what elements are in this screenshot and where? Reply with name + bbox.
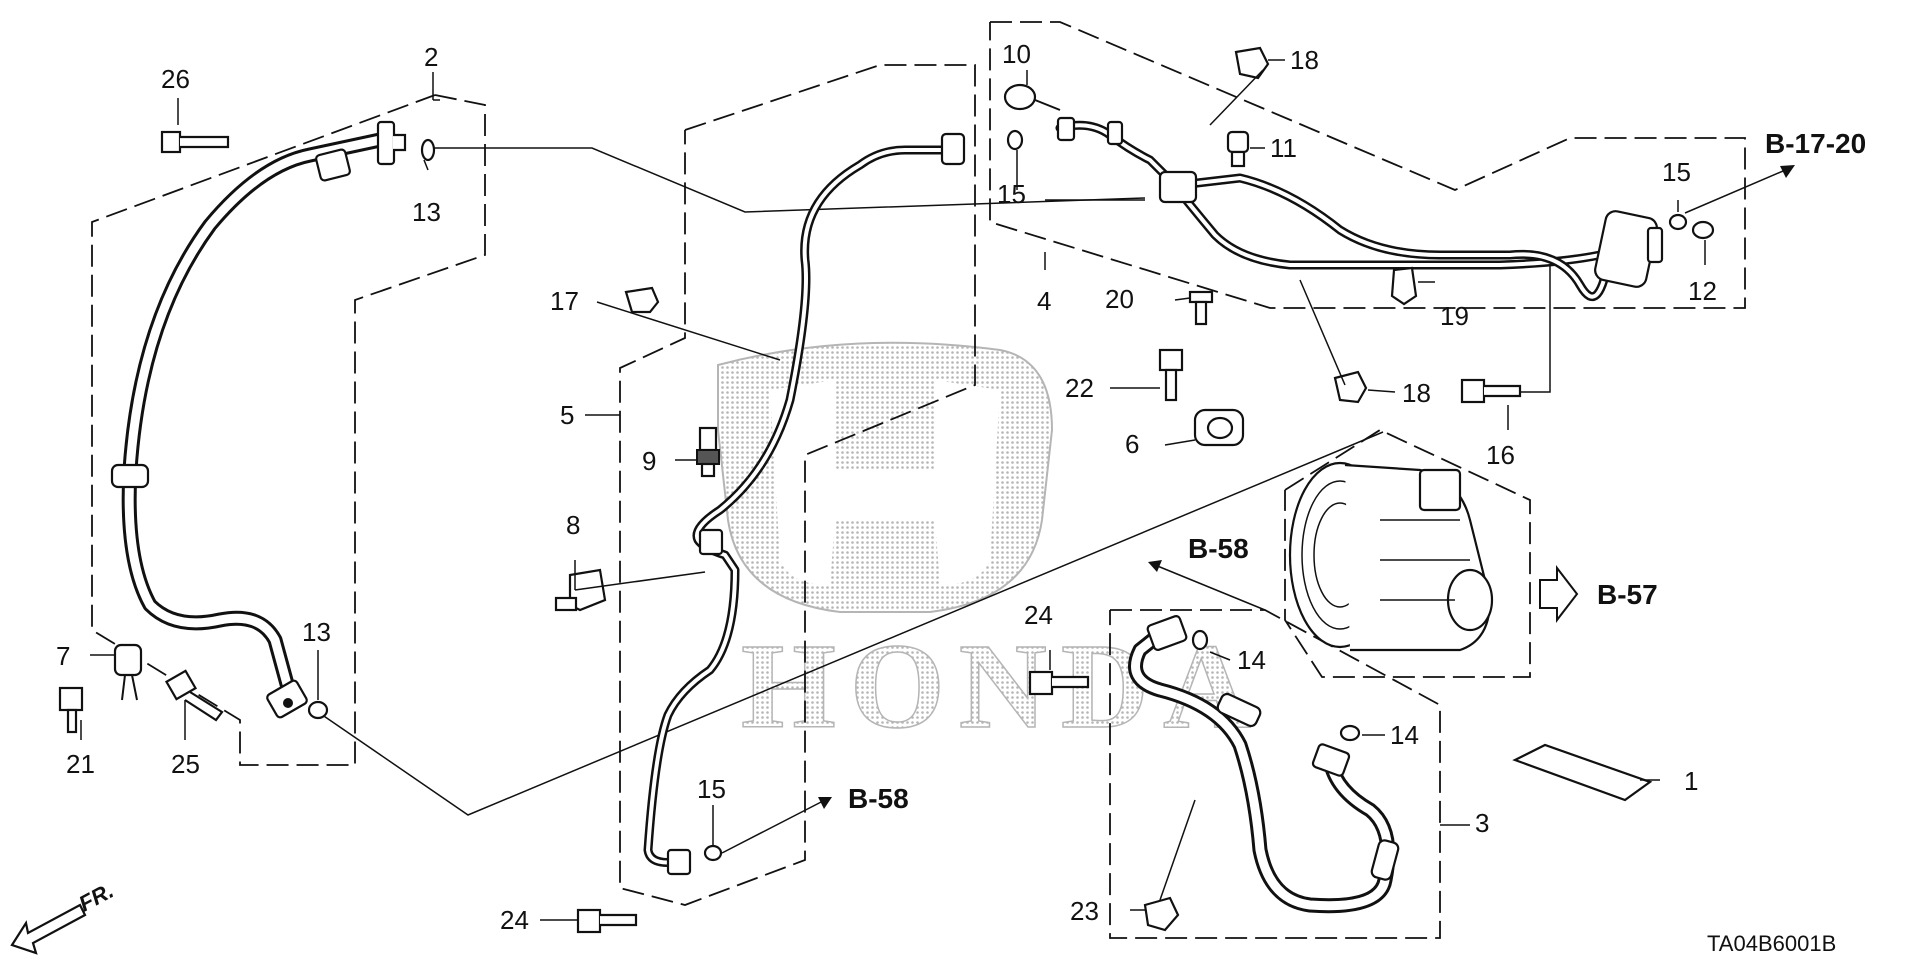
screw-20	[1188, 290, 1214, 326]
callout-leaders	[80, 59, 1706, 921]
clamp-7	[113, 643, 143, 701]
o-ring-15-upper	[1006, 129, 1024, 151]
bolt-26	[160, 130, 230, 154]
reference-arrowhead-b-17-20	[1780, 165, 1795, 178]
bolt-25	[164, 669, 224, 722]
callout-20: 20	[1105, 284, 1134, 314]
callout-7: 7	[56, 641, 70, 671]
nut-23	[1143, 896, 1180, 932]
callout-15-lower: 15	[697, 774, 726, 804]
callout-25: 25	[171, 749, 200, 779]
o-ring-13-upper	[420, 138, 436, 162]
callout-10: 10	[1002, 39, 1031, 69]
callout-15-right: 15	[1662, 157, 1691, 187]
callout-3: 3	[1475, 808, 1489, 838]
bracket-6	[1193, 408, 1245, 447]
callout-18-lower: 18	[1402, 378, 1431, 408]
reference-arrow-b-58-upper	[1154, 564, 1266, 611]
callout-13-upper: 13	[412, 197, 441, 227]
callout-13-lower: 13	[302, 617, 331, 647]
o-ring-14-upper	[1191, 629, 1209, 651]
leader-2-to-5	[425, 147, 1146, 213]
callout-1: 1	[1684, 766, 1698, 796]
callout-18-upper: 18	[1290, 45, 1319, 75]
pipe-4	[1055, 116, 1664, 302]
leader-13-to-compressor	[317, 431, 1384, 816]
discharge-hose-2	[110, 120, 407, 719]
callout-5: 5	[560, 400, 574, 430]
callout-24-lower: 24	[500, 905, 529, 935]
clip-18-lower	[1333, 370, 1368, 404]
callout-17: 17	[550, 286, 579, 316]
reference-arrow-b-17-20	[1684, 167, 1791, 214]
group-boundary-3	[1109, 609, 1441, 939]
leader-16	[1518, 255, 1551, 393]
callout-6: 6	[1125, 429, 1139, 459]
o-ring-15-right	[1668, 213, 1688, 231]
callout-14-lower: 14	[1390, 720, 1419, 750]
callout-16: 16	[1486, 440, 1515, 470]
pressure-switch-9	[696, 426, 720, 478]
callout-21: 21	[66, 749, 95, 779]
reference-arrowhead-b-58-upper	[1148, 560, 1162, 572]
drawing-code: TA04B6001B	[1707, 931, 1836, 956]
reference-b-58-lower: B-58	[848, 783, 909, 814]
callout-15-upper: 15	[997, 179, 1026, 209]
callout-11: 11	[1270, 133, 1297, 163]
reference-outline-arrow-b-57	[1539, 565, 1579, 623]
group-boundary-compressor	[1284, 428, 1531, 678]
clip-17	[624, 286, 660, 314]
service-cap-11	[1226, 130, 1250, 168]
bracket-8	[554, 568, 607, 612]
callout-2: 2	[424, 42, 438, 72]
reference-b-17-20: B-17-20	[1765, 128, 1866, 159]
callout-12: 12	[1688, 276, 1717, 306]
callout-4: 4	[1037, 286, 1051, 316]
callout-14-upper: 14	[1237, 645, 1266, 675]
label-1	[1512, 743, 1653, 802]
bolt-16	[1460, 378, 1522, 404]
callout-22: 22	[1065, 373, 1094, 403]
clip-19	[1390, 266, 1418, 306]
callout-8: 8	[566, 510, 580, 540]
group-boundary-5	[619, 64, 976, 906]
callout-9: 9	[642, 446, 656, 476]
callout-19: 19	[1440, 301, 1469, 331]
callout-23: 23	[1070, 896, 1099, 926]
group-boundary-2	[91, 94, 486, 766]
bolt-24-lower	[576, 908, 638, 934]
clip-18-upper	[1234, 46, 1270, 80]
reference-arrow-b-58-lower	[721, 799, 826, 854]
bolt-21	[58, 686, 84, 734]
reference-b-57: B-57	[1597, 579, 1658, 610]
callout-26: 26	[161, 64, 190, 94]
bolt-22	[1158, 348, 1184, 402]
callout-24-upper: 24	[1024, 600, 1053, 630]
o-ring-13-lower	[307, 700, 329, 720]
front-direction-arrow: FR.	[10, 878, 118, 955]
ac-compressor	[1288, 461, 1494, 652]
o-ring-14-lower	[1339, 724, 1361, 742]
service-cap-10	[1003, 83, 1061, 111]
o-ring-15-lower	[703, 844, 723, 862]
pipe-5	[643, 132, 966, 876]
reference-b-58-upper: B-58	[1188, 533, 1249, 564]
suction-hose-3	[1128, 614, 1400, 914]
reference-arrowhead-b-58-lower	[818, 797, 832, 809]
group-boundary-4	[989, 21, 1746, 309]
bolt-24-upper	[1028, 670, 1090, 696]
o-ring-12	[1691, 220, 1715, 240]
